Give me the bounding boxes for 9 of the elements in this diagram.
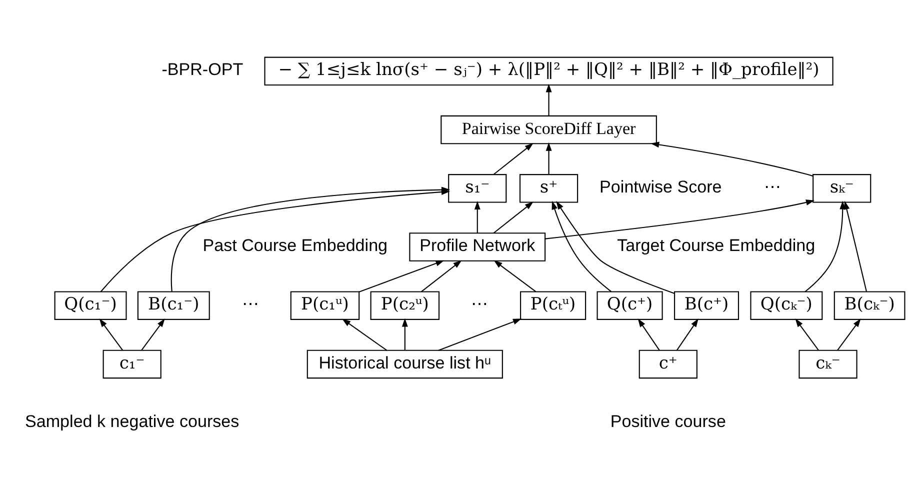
node-label: -BPR-OPT xyxy=(161,60,243,79)
label: ⋯ xyxy=(764,176,781,196)
label: Pointwise Score xyxy=(599,176,722,196)
label: Target Course Embedding xyxy=(616,236,815,255)
label: Past Course Embedding xyxy=(202,236,388,255)
label: Positive course xyxy=(610,411,726,430)
label: Sampled k negative courses xyxy=(24,411,239,430)
label: ⋯ xyxy=(241,294,258,314)
label: ⋯ xyxy=(470,294,488,314)
